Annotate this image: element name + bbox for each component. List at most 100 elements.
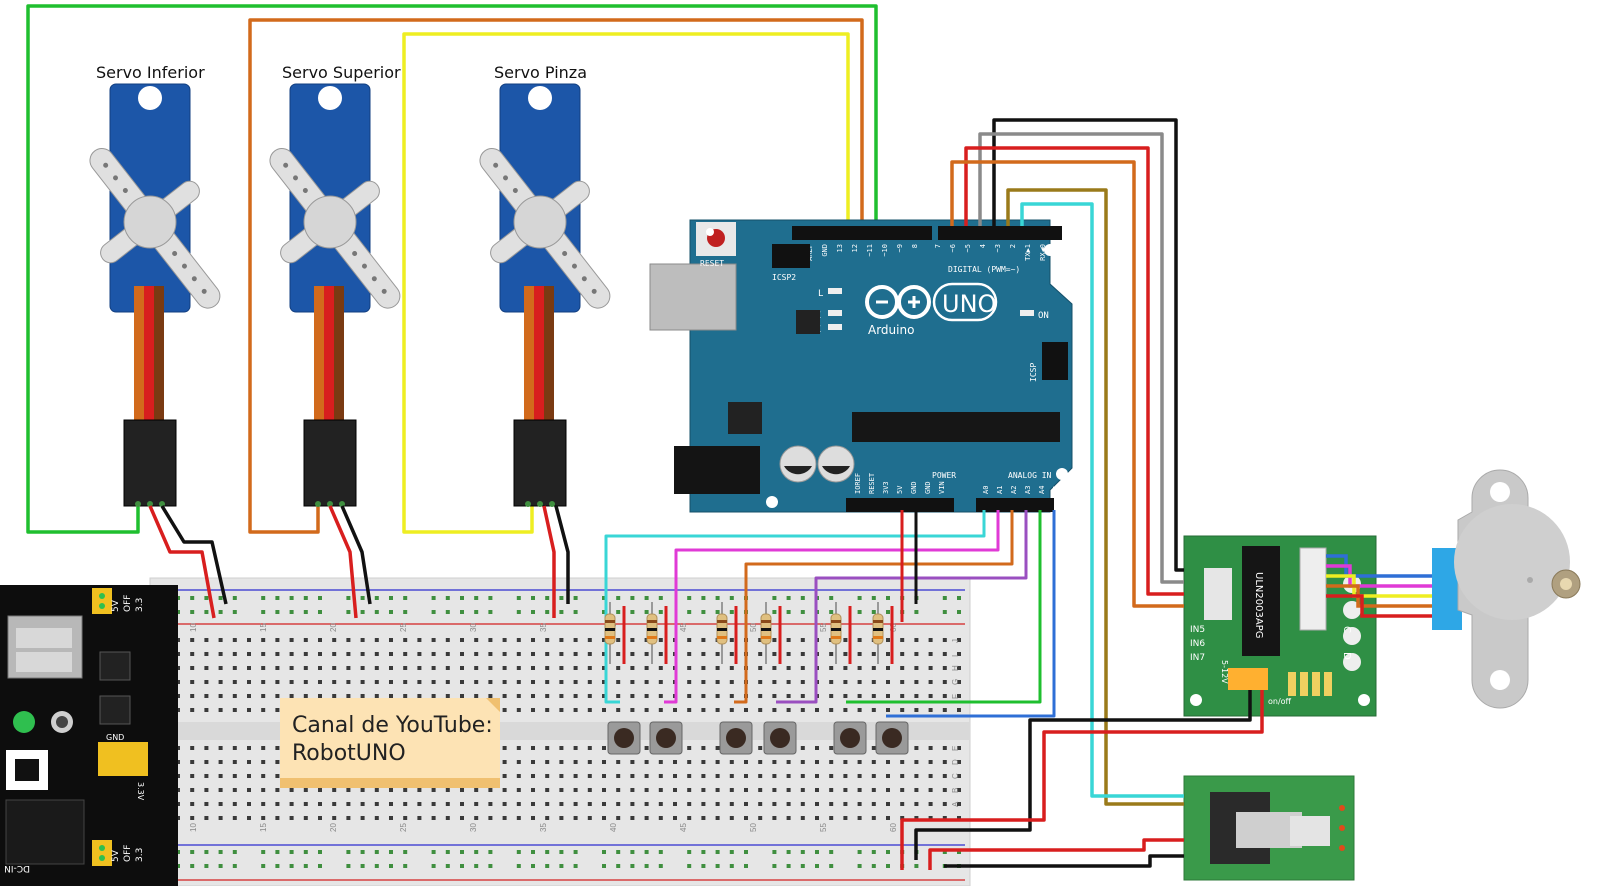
row-letter: H [951, 665, 960, 671]
terminal-hole [545, 746, 550, 750]
terminal-hole [886, 788, 890, 792]
terminal-hole [957, 694, 961, 698]
terminal-hole [346, 652, 351, 656]
terminal-hole [772, 694, 777, 698]
push-button[interactable] [607, 721, 641, 755]
terminal-hole [247, 760, 251, 764]
terminal-hole [687, 788, 692, 792]
terminal-hole [800, 746, 805, 750]
rail-hole [360, 864, 365, 868]
terminal-hole [502, 746, 507, 750]
analog-label: ANALOG IN [1008, 471, 1052, 480]
driver-in6: IN6 [1190, 639, 1205, 649]
terminal-hole [928, 666, 933, 670]
servo-power-wires [148, 505, 570, 619]
terminal-hole [445, 652, 450, 656]
terminal-hole [502, 638, 507, 642]
terminal-hole [516, 666, 521, 670]
terminal-hole [871, 652, 876, 656]
terminal-hole [673, 774, 677, 778]
terminal-hole [318, 680, 322, 684]
rail-hole [602, 610, 606, 614]
column-number: 10 [189, 623, 198, 632]
usb-connector [649, 263, 737, 331]
terminal-hole [431, 694, 436, 698]
rail-hole [729, 864, 734, 868]
rail-hole [516, 864, 521, 868]
terminal-hole [744, 760, 748, 764]
terminal-hole [218, 652, 223, 656]
terminal-hole [559, 694, 564, 698]
rail-hole [573, 596, 578, 600]
terminal-hole [587, 680, 592, 684]
rail-hole [602, 864, 606, 868]
rail-hole [360, 850, 365, 854]
rail-hole [374, 850, 379, 854]
rail-hole [431, 864, 436, 868]
terminal-hole [488, 802, 493, 806]
push-button[interactable] [875, 721, 909, 755]
terminal-hole [857, 788, 862, 792]
terminal-hole [886, 816, 890, 820]
terminal-hole [204, 760, 209, 764]
terminal-hole [190, 666, 195, 670]
terminal-hole [218, 694, 223, 698]
driver-led-d: D [1341, 652, 1352, 660]
terminal-hole [559, 680, 564, 684]
terminal-hole [829, 694, 834, 698]
terminal-hole [701, 746, 706, 750]
wire-yellow-servo-pinza [402, 32, 850, 534]
terminal-hole [871, 760, 876, 764]
push-button[interactable] [719, 721, 753, 755]
terminal-hole [573, 680, 578, 684]
terminal-hole [857, 694, 862, 698]
terminal-hole [602, 694, 606, 698]
terminal-hole [616, 774, 621, 778]
digital-pin-label: 13 [836, 244, 844, 252]
power-pin-label: VIN [938, 481, 946, 494]
terminal-hole [516, 816, 521, 820]
terminal-hole [758, 666, 763, 670]
terminal-hole [900, 680, 905, 684]
rail-hole [701, 596, 706, 600]
terminal-hole [417, 802, 422, 806]
brand-name: Arduino [868, 323, 914, 337]
rail-hole [275, 610, 280, 614]
terminal-hole [346, 816, 351, 820]
terminal-hole [488, 788, 493, 792]
rail-hole [559, 596, 564, 600]
rail-hole [871, 864, 876, 868]
terminal-hole [928, 638, 933, 642]
terminal-hole [758, 816, 763, 820]
terminal-hole [701, 652, 706, 656]
push-buttons [607, 721, 909, 755]
push-button[interactable] [833, 721, 867, 755]
terminal-hole [815, 774, 819, 778]
row-letter: D [951, 759, 960, 765]
column-number: 10 [189, 823, 198, 832]
terminal-hole [587, 774, 592, 778]
terminal-hole [729, 638, 734, 642]
power-label-off-bottom: OFF [123, 845, 133, 862]
terminal-hole [431, 802, 436, 806]
terminal-hole [587, 802, 592, 806]
rail-hole [772, 864, 777, 868]
terminal-hole [417, 638, 422, 642]
rail-hole [701, 610, 706, 614]
push-button[interactable] [649, 721, 683, 755]
terminal-hole [403, 638, 408, 642]
terminal-hole [360, 788, 365, 792]
rail-hole [431, 610, 436, 614]
terminal-hole [658, 680, 663, 684]
terminal-hole [687, 708, 692, 712]
push-button[interactable] [763, 721, 797, 755]
terminal-hole [701, 666, 706, 670]
terminal-hole [658, 760, 663, 764]
rail-hole [800, 864, 805, 868]
terminal-hole [218, 760, 223, 764]
terminal-hole [247, 774, 251, 778]
terminal-hole [886, 666, 890, 670]
servo-signal-wires [26, 4, 878, 534]
terminal-hole [488, 680, 493, 684]
